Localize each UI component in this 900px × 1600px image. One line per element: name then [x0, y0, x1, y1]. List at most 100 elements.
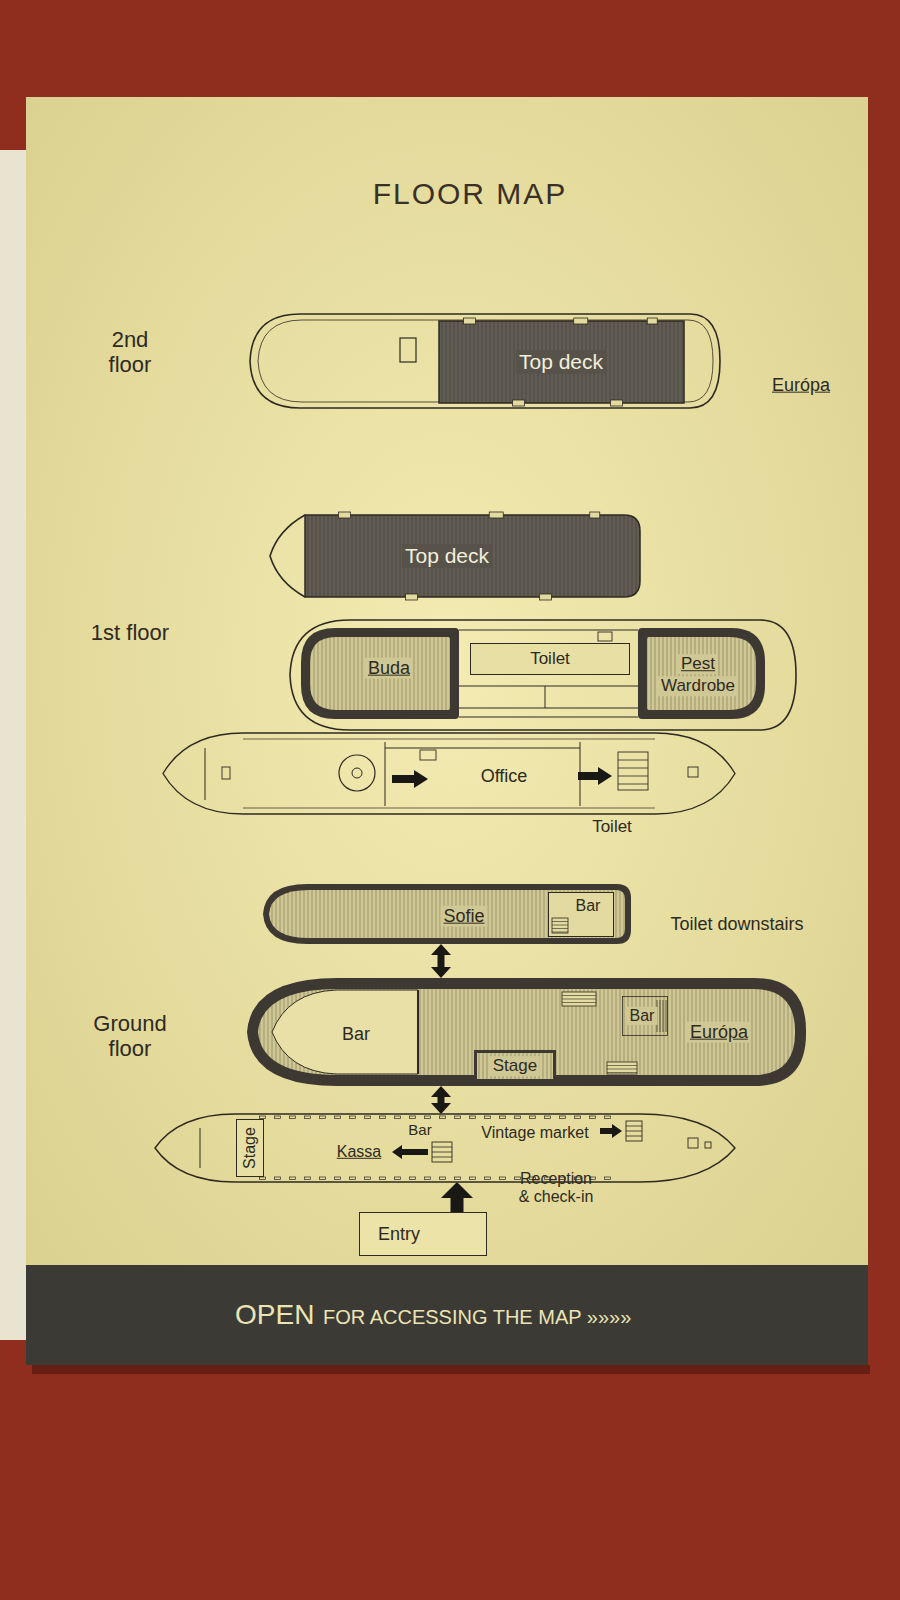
wall: [459, 716, 638, 717]
window-dot: [289, 1116, 295, 1119]
shape-part: [155, 1114, 735, 1182]
deck-hatch: [406, 594, 418, 600]
capstan-core: [352, 768, 362, 778]
window-dot: [469, 1177, 475, 1180]
hatch: [400, 338, 416, 362]
shape-part: [243, 739, 655, 740]
window-dot: [259, 1177, 265, 1180]
stair-step: [626, 1136, 642, 1137]
window-dot: [409, 1116, 415, 1119]
footer-text: OPEN: [235, 1299, 314, 1331]
deck-hatch: [540, 594, 552, 600]
window-dot: [454, 1177, 460, 1180]
node-text: Bar: [408, 1121, 431, 1138]
first-floor-upper-hull: [270, 515, 305, 597]
shape-part: [647, 637, 756, 710]
node-text: Toilet: [530, 649, 570, 669]
node-text: Bar: [342, 1024, 370, 1045]
shape-part: [417, 990, 419, 1074]
window-dot: [484, 1177, 490, 1180]
ground-boat-details: [200, 1121, 711, 1168]
window-dot: [349, 1177, 355, 1180]
window-dot: [319, 1177, 325, 1180]
hull-outline: [250, 314, 720, 408]
shape-part: [471, 644, 630, 675]
window-dot: [544, 1116, 550, 1119]
window-dot: [559, 1116, 565, 1119]
stage-area: Stage: [236, 1119, 264, 1177]
node-text: Top deck: [516, 350, 606, 374]
window-dot: [394, 1177, 400, 1180]
deck-hatch: [611, 400, 623, 406]
deck-hatch: [590, 512, 600, 518]
window-dot: [274, 1116, 280, 1119]
room-box: Buda: [301, 628, 459, 719]
stage-box: Stage: [474, 1050, 556, 1082]
footer-band: [26, 1265, 868, 1365]
stair-step: [626, 1126, 642, 1127]
window-dot: [409, 1177, 415, 1180]
deck-hatch: [339, 512, 351, 518]
node-text: Entry: [378, 1224, 420, 1245]
window-dot: [424, 1116, 430, 1119]
window-dot: [484, 1116, 490, 1119]
window-dot: [574, 1116, 580, 1119]
stair-step: [607, 1065, 637, 1066]
window-dot: [319, 1116, 325, 1119]
stair-step: [552, 928, 568, 929]
stair-step: [618, 768, 648, 769]
deck-hatch: [647, 318, 657, 324]
wall: [385, 748, 580, 749]
fitting: [688, 1138, 698, 1148]
node-text: Bar: [627, 1007, 658, 1025]
window-dot: [604, 1116, 610, 1119]
window-dot: [259, 1116, 265, 1119]
window-dot: [364, 1177, 370, 1180]
shape-part: [549, 893, 614, 937]
shape-part: [258, 989, 795, 1075]
window-dot: [379, 1116, 385, 1119]
arrow-shape: [431, 1086, 451, 1114]
stairs: [432, 1142, 452, 1162]
shape-part: [243, 808, 655, 809]
shape-part: [269, 890, 625, 938]
node-text: Sofie: [440, 906, 487, 927]
bar-box: Bar: [548, 892, 614, 937]
stair-step: [618, 760, 648, 761]
window-dot: [349, 1116, 355, 1119]
hull-inner: [258, 320, 713, 402]
window-dot: [529, 1116, 535, 1119]
stair-step: [552, 932, 568, 933]
shape-part: [623, 997, 668, 1036]
stairs: [607, 1062, 637, 1074]
window-dot: [514, 1177, 520, 1180]
floor-label: 2nd floor: [90, 327, 170, 378]
wall: [200, 1128, 201, 1168]
node-text: Európa: [687, 1022, 751, 1043]
wall: [545, 686, 546, 708]
sofie-boat: Sofie Bar: [263, 884, 631, 944]
direction-arrow: [392, 1145, 428, 1159]
node-text: Reception & check-in: [515, 1170, 597, 1207]
node-text: Buda: [365, 658, 413, 679]
toilet-corridor: Toilet: [470, 643, 630, 675]
deck-hatch: [513, 400, 525, 406]
stair-step: [618, 776, 648, 777]
bow-tip: [270, 515, 305, 597]
window-dot: [514, 1116, 520, 1119]
top-deck: Top deck: [305, 515, 640, 597]
window-dot: [454, 1116, 460, 1119]
fitting: [222, 767, 230, 779]
window-dot: [379, 1177, 385, 1180]
window-dot: [424, 1177, 430, 1180]
window-dot: [439, 1177, 445, 1180]
node-text: Bar: [576, 897, 601, 915]
floor-label: 1st floor: [90, 620, 170, 645]
stair-step: [432, 1152, 452, 1153]
stair-step: [666, 1000, 667, 1032]
bar-area: Bar: [622, 996, 668, 1036]
card: [26, 97, 868, 1365]
wall: [385, 742, 386, 806]
